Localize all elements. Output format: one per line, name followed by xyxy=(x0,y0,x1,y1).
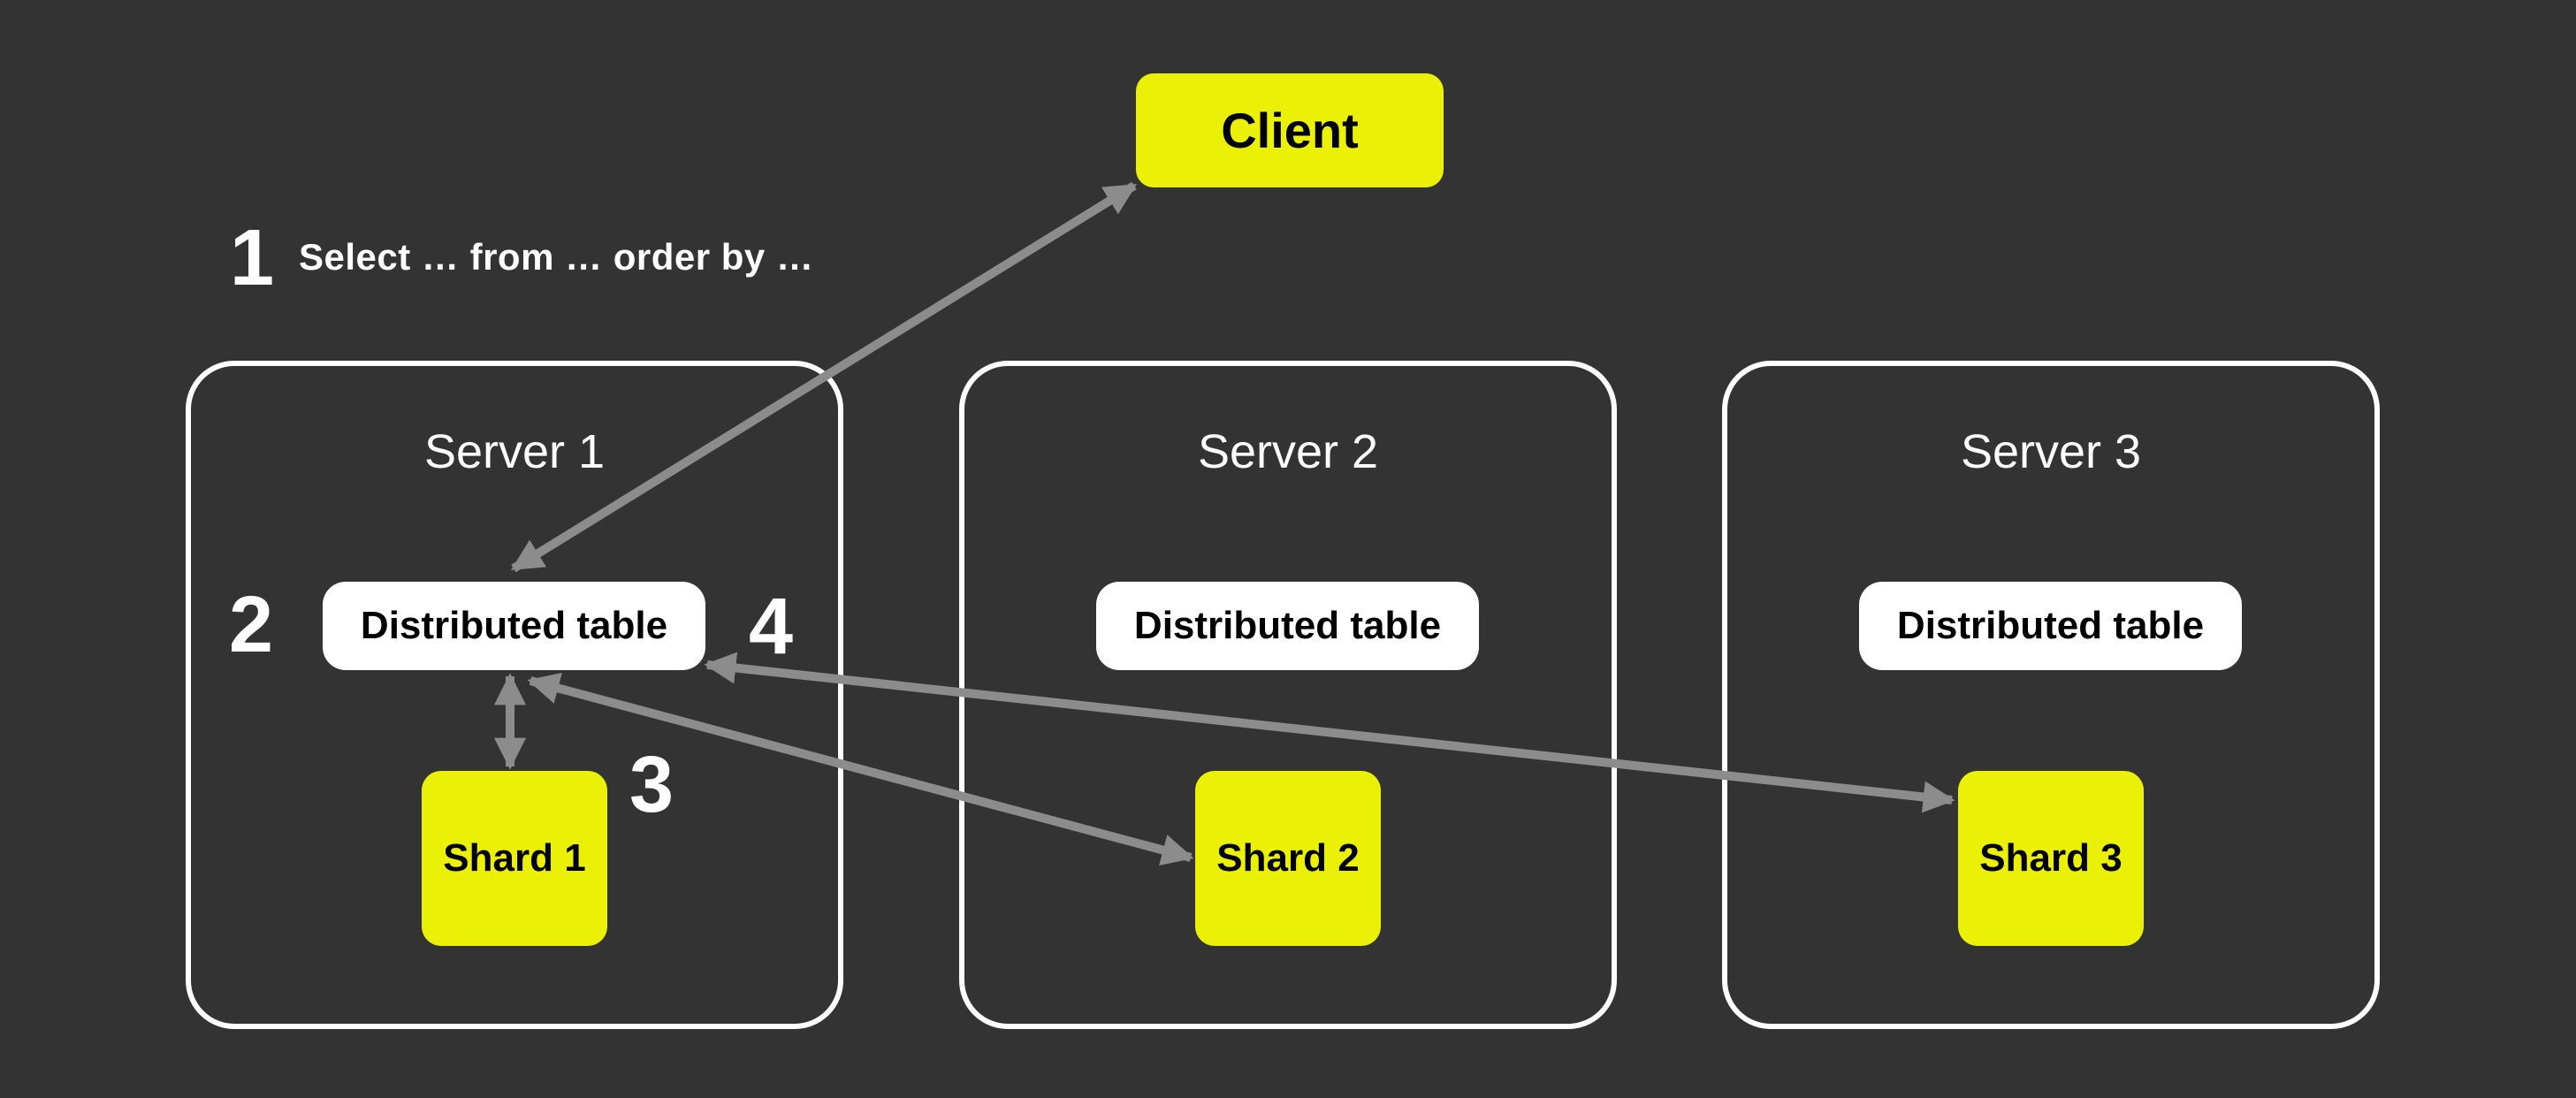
step-marker-2: 2 xyxy=(228,581,274,669)
server-2-title: Server 2 xyxy=(1197,425,1379,478)
server-1-title: Server 1 xyxy=(423,425,606,478)
server-2-shard-label: Shard 2 xyxy=(1216,836,1360,880)
server-1-shard: Shard 1 xyxy=(422,771,607,946)
server-3-distributed-table: Distributed table xyxy=(1859,582,2242,670)
server-2-distributed-table: Distributed table xyxy=(1096,582,1479,670)
step-marker-1: 1 xyxy=(229,214,275,302)
query-text: Select … from … order by … xyxy=(299,236,814,278)
server-3-shard-label: Shard 3 xyxy=(1979,836,2123,880)
client-label: Client xyxy=(1221,103,1359,158)
server-2-shard: Shard 2 xyxy=(1195,771,1381,946)
server-3-title: Server 3 xyxy=(1960,425,2142,478)
server-3-shard: Shard 3 xyxy=(1958,771,2144,946)
server-1-box: Server 1 Distributed table Shard 1 xyxy=(186,361,843,1029)
server-2-box: Server 2 Distributed table Shard 2 xyxy=(959,361,1617,1029)
server-1-distributed-table: Distributed table xyxy=(323,582,705,670)
client-node: Client xyxy=(1136,73,1444,187)
server-1-shard-label: Shard 1 xyxy=(443,836,586,880)
server-1-distributed-table-label: Distributed table xyxy=(360,604,668,647)
server-3-box: Server 3 Distributed table Shard 3 xyxy=(1722,361,2380,1029)
server-3-distributed-table-label: Distributed table xyxy=(1896,604,2205,647)
server-2-distributed-table-label: Distributed table xyxy=(1133,604,1442,647)
